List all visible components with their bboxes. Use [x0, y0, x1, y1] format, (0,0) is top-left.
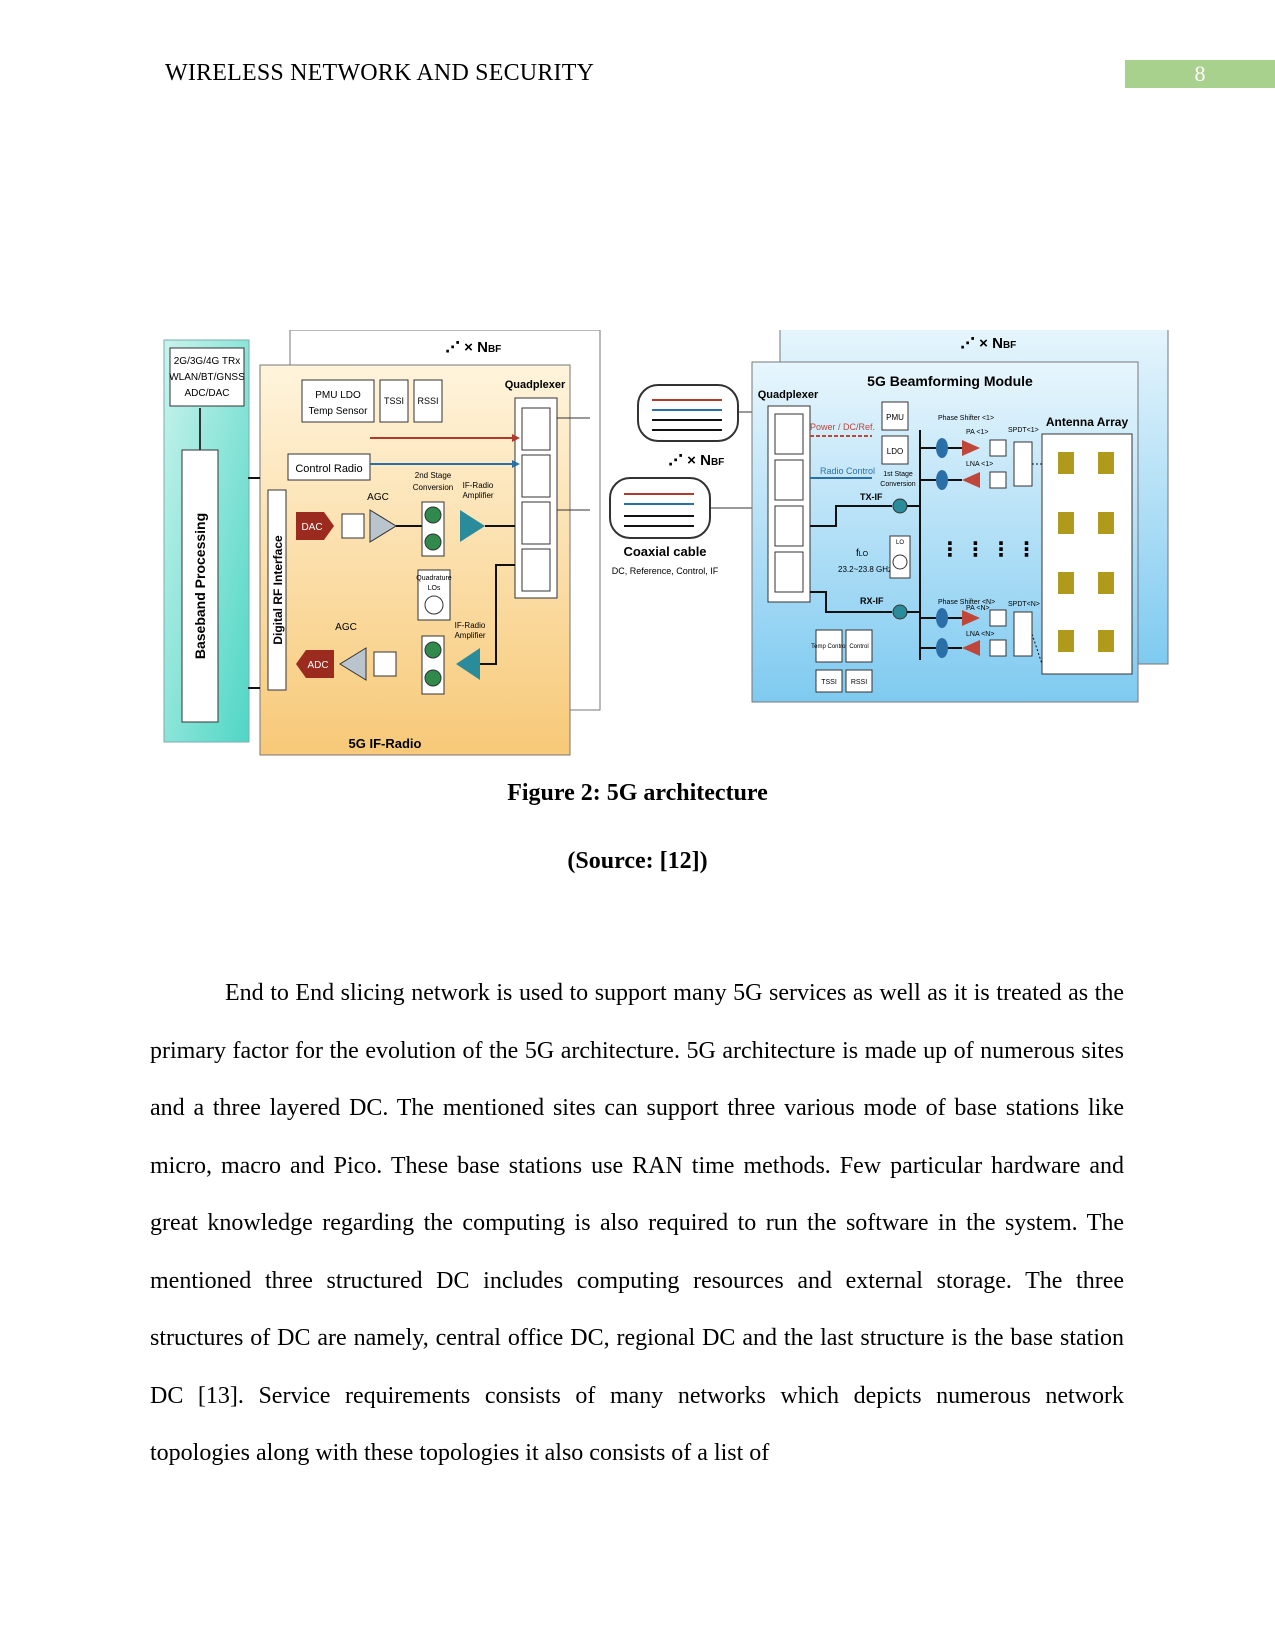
pmu-box [881, 401, 909, 431]
baseband-label: Baseband Processing [192, 513, 208, 659]
trx-box [169, 347, 245, 407]
flo-label: fLO [856, 548, 869, 559]
tssi-box [379, 379, 409, 423]
temp-control-box [815, 629, 843, 663]
conversion1-label: Conversion [880, 481, 916, 488]
phase-shifter-1-label: Phase Shifter <1> [938, 415, 994, 422]
adc-block [296, 650, 334, 678]
phase-shifter-n-label: Phase Shifter <N> [938, 599, 995, 606]
dac-block [296, 512, 334, 540]
power-label: Power / DC/Ref. [810, 422, 875, 432]
adc-label: ADC [307, 660, 328, 671]
antenna-array [1041, 433, 1133, 675]
antenna-array-label: Antenna Array [1046, 415, 1129, 429]
antenna-element [1098, 630, 1114, 652]
antenna-element [1098, 572, 1114, 594]
spdt-1-label: SPDT<1> [1008, 427, 1039, 434]
stage2-label: 2nd Stage [415, 471, 452, 480]
lna-n-label: LNA <N> [966, 631, 994, 638]
agc-bottom-label: AGC [335, 622, 357, 633]
antenna-element [1098, 452, 1114, 474]
lo-label: LO [896, 540, 904, 546]
nbf-right-mult: ⋰ × NBF [960, 335, 1016, 352]
pa-n-label: PA <N> [966, 605, 990, 612]
dac-label: DAC [301, 522, 322, 533]
freq-label: 23.2~23.8 GHz [838, 565, 892, 574]
figure-caption: Figure 2: 5G architecture [507, 780, 768, 806]
amplifier-bottom: Amplifier [454, 631, 485, 640]
control-label: Control [849, 644, 868, 650]
pmu-ldo-box [301, 379, 375, 423]
spdt-n-label: SPDT<N> [1008, 601, 1040, 608]
page-number: 8 [1125, 60, 1275, 88]
radio-control-label: Radio Control [820, 466, 875, 476]
tssi-right-label: TSSI [821, 679, 837, 686]
antenna-element [1058, 512, 1074, 534]
stage1-label: 1st Stage [883, 471, 913, 478]
figure-source: (Source: [12]) [567, 848, 708, 874]
if-radio-amp-top: IF-Radio [463, 481, 494, 490]
control-box [845, 629, 873, 663]
pmu-ldo-label: PMU LDO [315, 390, 361, 401]
cable-sub: DC, Reference, Control, IF [612, 566, 719, 576]
antenna-element [1058, 630, 1074, 652]
digital-rf-label: Digital RF Interface [271, 535, 285, 645]
los-label: LOs [428, 585, 441, 592]
lna-1-label: LNA <1> [966, 461, 993, 468]
quadplexer-left-label: Quadplexer [505, 379, 566, 391]
nbf-left-mult: ⋰ × NBF [445, 339, 501, 356]
control-radio-box [287, 453, 371, 481]
pa-1-label: PA <1> [966, 429, 988, 436]
ldo-box [881, 435, 909, 465]
nbf-cable-mult: ⋰ × NBF [668, 452, 724, 469]
pmu-label: PMU [886, 413, 904, 422]
temp-sensor-label: Temp Sensor [309, 406, 369, 417]
digital-rf-box [267, 489, 287, 691]
rssi-label: RSSI [417, 396, 438, 406]
if-radio-title: 5G IF-Radio [349, 736, 422, 751]
temp-control-label: Temp Control [811, 644, 847, 650]
tssi-label: TSSI [384, 396, 404, 406]
amplifier-top: Amplifier [462, 491, 493, 500]
beamforming-title: 5G Beamforming Module [867, 373, 1033, 389]
quadplexer-right-label: Quadplexer [758, 389, 819, 401]
running-header: WIRELESS NETWORK AND SECURITY [165, 60, 595, 86]
trx-line-2: WLAN/BT/GNSS [169, 372, 245, 383]
tx-if-label: TX-IF [860, 492, 883, 502]
rx-if-label: RX-IF [860, 596, 884, 606]
antenna-element [1058, 572, 1074, 594]
rssi-box [413, 379, 443, 423]
body-paragraph: End to End slicing network is used to su… [150, 980, 1124, 1466]
control-radio-label: Control Radio [295, 463, 362, 475]
if-radio-amp-bottom: IF-Radio [455, 621, 486, 630]
cable-title: Coaxial cable [623, 544, 706, 559]
ldo-label: LDO [887, 447, 903, 456]
agc-top-label: AGC [367, 492, 389, 503]
tssi-right-box [815, 669, 843, 693]
quadrature-label: Quadrature [416, 575, 452, 582]
figure-5g-architecture: 2G/3G/4G TRx WLAN/BT/GNSS ADC/DAC Baseba… [163, 330, 1169, 756]
antenna-element [1058, 452, 1074, 474]
cable-bottom [609, 477, 711, 539]
cable-top [637, 384, 739, 442]
trx-line-1: 2G/3G/4G TRx [174, 356, 241, 367]
antenna-element [1098, 512, 1114, 534]
svg-text:⋮ ⋮ ⋮ ⋮ ⋯: ⋮ ⋮ ⋮ ⋮ ⋯ [940, 539, 1062, 561]
rssi-right-label: RSSI [851, 679, 867, 686]
rssi-right-box [845, 669, 873, 693]
trx-line-3: ADC/DAC [184, 388, 229, 399]
conversion2-label: Conversion [413, 483, 453, 492]
